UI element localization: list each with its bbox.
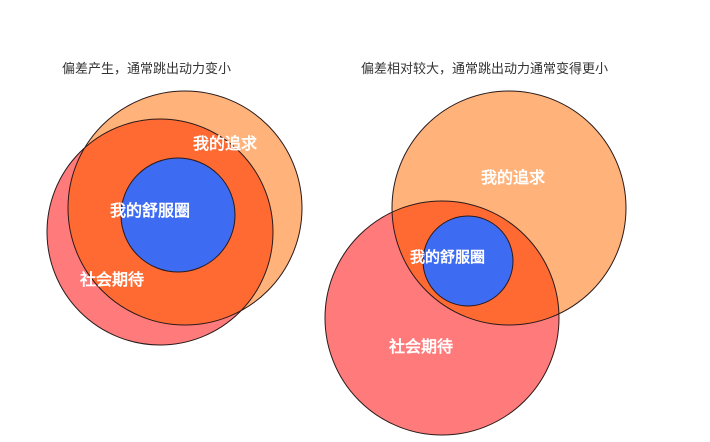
left-pursuit-label: 我的追求 xyxy=(193,134,258,153)
right-pursuit-outline xyxy=(391,90,627,326)
left-social-expectation-label: 社会期待 xyxy=(79,270,144,289)
left-comfort-zone-label: 我的舒服圈 xyxy=(110,201,190,220)
left-comfort-zone-circle xyxy=(120,157,236,273)
left-social-expectation-outline xyxy=(46,118,274,346)
left-diagram-caption: 偏差产生，通常跳出动力变小 xyxy=(62,62,232,77)
left-pursuit-outline xyxy=(67,90,303,326)
right-social-expectation-outline xyxy=(324,200,560,436)
right-comfort-zone-label: 我的舒服圈 xyxy=(410,248,485,266)
right-pursuit-label: 我的追求 xyxy=(481,168,546,187)
right-social-expectation-label: 社会期待 xyxy=(388,337,453,356)
right-diagram-caption: 偏差相对较大，通常跳出动力通常变得更小 xyxy=(361,62,609,77)
right-venn-diagram: 我的追求 我的舒服圈 社会期待 xyxy=(324,90,627,436)
right-comfort-zone-circle xyxy=(422,215,514,307)
left-venn-diagram: 我的追求 我的舒服圈 社会期待 xyxy=(46,90,303,346)
